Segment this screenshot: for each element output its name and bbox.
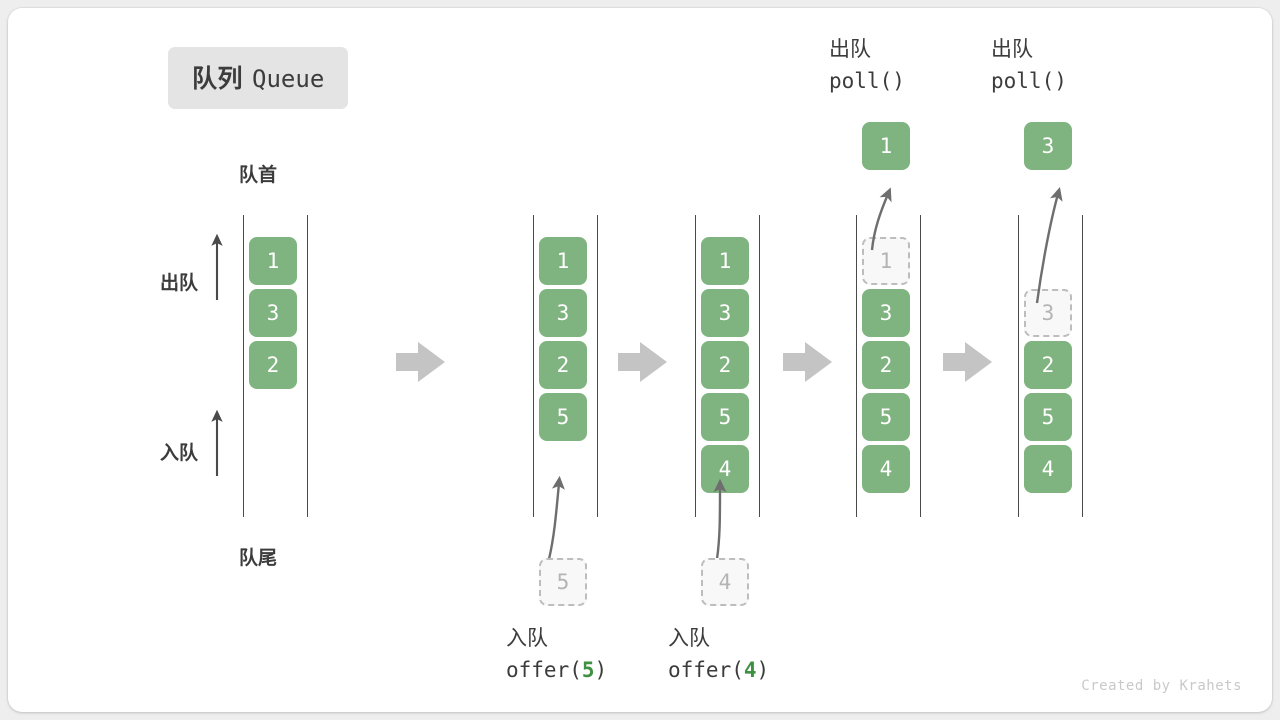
lane-rail-left bbox=[695, 215, 696, 517]
caption-cn: 入队 bbox=[668, 627, 710, 650]
caption-code-arg: 5 bbox=[581, 658, 595, 682]
queue-element: 1 bbox=[539, 237, 587, 285]
poll-caption: 出队 poll() bbox=[991, 33, 1067, 93]
popped-element: 3 bbox=[1024, 122, 1072, 170]
queue-element: 5 bbox=[539, 393, 587, 441]
caption-cn: 入队 bbox=[506, 627, 548, 650]
queue-element-ghost: 3 bbox=[1024, 289, 1072, 337]
queue-element: 2 bbox=[249, 341, 297, 389]
queue-element: 5 bbox=[701, 393, 749, 441]
queue-element: 3 bbox=[862, 289, 910, 337]
queue-element: 5 bbox=[1024, 393, 1072, 441]
incoming-element-ghost: 4 bbox=[701, 558, 749, 606]
lane-rail-right bbox=[1082, 215, 1083, 517]
caption-code-arg: 4 bbox=[743, 658, 757, 682]
offer-caption: 入队 offer(4) bbox=[668, 622, 769, 682]
lane-rail-left bbox=[243, 215, 244, 517]
step-arrow-3 bbox=[783, 342, 832, 382]
step-arrow-4 bbox=[943, 342, 992, 382]
diagram-title-badge: 队列 Queue bbox=[168, 47, 349, 109]
caption-cn: 出队 bbox=[991, 38, 1033, 61]
queue-element: 4 bbox=[701, 445, 749, 493]
queue-element-ghost: 1 bbox=[862, 237, 910, 285]
queue-tail-label: 队尾 bbox=[238, 548, 277, 569]
queue-element: 2 bbox=[862, 341, 910, 389]
lane-rail-left bbox=[533, 215, 534, 517]
queue-element: 3 bbox=[701, 289, 749, 337]
lane-rail-right bbox=[307, 215, 308, 517]
queue-element: 4 bbox=[1024, 445, 1072, 493]
caption-code: poll() bbox=[829, 69, 905, 93]
step-arrow-1 bbox=[396, 342, 445, 382]
incoming-element-ghost: 5 bbox=[539, 558, 587, 606]
title-en: Queue bbox=[252, 65, 325, 93]
queue-element: 1 bbox=[249, 237, 297, 285]
poll-caption: 出队 poll() bbox=[829, 33, 905, 93]
dequeue-direction-label: 出队 bbox=[159, 273, 198, 294]
caption-code: offer(5) bbox=[506, 658, 608, 682]
queue-element: 1 bbox=[701, 237, 749, 285]
lane-rail-right bbox=[597, 215, 598, 517]
lane-rail-right bbox=[759, 215, 760, 517]
queue-element: 4 bbox=[862, 445, 910, 493]
queue-element: 2 bbox=[1024, 341, 1072, 389]
lane-rail-left bbox=[1018, 215, 1019, 517]
queue-element: 3 bbox=[249, 289, 297, 337]
queue-element: 2 bbox=[539, 341, 587, 389]
caption-code: offer(4) bbox=[668, 658, 770, 682]
queue-element: 3 bbox=[539, 289, 587, 337]
credit-text: Created by Krahets bbox=[1081, 678, 1242, 694]
title-cn: 队列 bbox=[192, 65, 244, 93]
popped-element: 1 bbox=[862, 122, 910, 170]
caption-code: poll() bbox=[991, 69, 1067, 93]
lane-rail-right bbox=[920, 215, 921, 517]
lane-rail-left bbox=[856, 215, 857, 517]
enqueue-direction-label: 入队 bbox=[159, 443, 198, 464]
queue-element: 2 bbox=[701, 341, 749, 389]
queue-element: 5 bbox=[862, 393, 910, 441]
offer-caption: 入队 offer(5) bbox=[506, 622, 607, 682]
step-arrow-2 bbox=[618, 342, 667, 382]
queue-head-label: 队首 bbox=[238, 165, 277, 186]
caption-cn: 出队 bbox=[829, 38, 871, 61]
